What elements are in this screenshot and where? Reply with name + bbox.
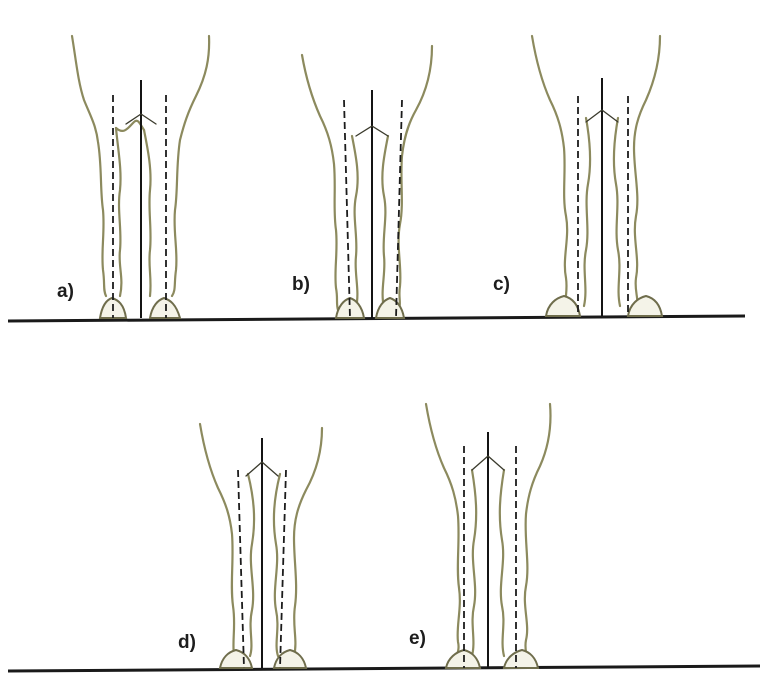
- limb-outline-right: [525, 404, 551, 660]
- limb-axis-left: [344, 100, 350, 318]
- panel-a: a): [57, 36, 209, 318]
- limb-outline-right-leg-inner: [382, 136, 388, 308]
- limb-outline-right: [634, 36, 660, 310]
- limb-outline-left: [200, 424, 234, 656]
- limb-outline-right-leg-inner: [500, 470, 504, 656]
- limb-axis-left: [238, 470, 244, 668]
- limb-outline-left-leg-inner: [352, 136, 358, 308]
- hoof-right: [274, 650, 306, 668]
- panel-b: b): [292, 46, 432, 318]
- limb-outline-right-leg-inner: [274, 474, 280, 656]
- hoof-left: [220, 650, 252, 668]
- limb-outline-left: [72, 36, 106, 296]
- limb-outline-right: [398, 46, 432, 310]
- limb-outline-right: [294, 428, 322, 656]
- limb-outline-left-inner: [116, 121, 144, 131]
- hoof-left: [446, 650, 480, 668]
- limb-outline-left: [426, 404, 460, 660]
- limb-axis-right: [280, 470, 286, 668]
- panel-c: c): [493, 36, 662, 316]
- panel-d: d): [178, 424, 322, 668]
- panel-e: e): [409, 404, 551, 668]
- panel-label-d: d): [178, 632, 196, 653]
- limb-outline-right-leg-inner: [614, 118, 620, 306]
- hoof-left: [546, 296, 580, 316]
- ground-line-bottom: [8, 666, 760, 671]
- limb-outline-left-leg-inner: [584, 118, 590, 306]
- limb-outline-left-leg-inner: [472, 470, 476, 656]
- hoof-right: [628, 296, 662, 316]
- limb-outline-left: [532, 36, 567, 310]
- panel-label-a: a): [57, 281, 74, 302]
- panel-label-b: b): [292, 274, 310, 295]
- panel-label-c: c): [493, 274, 510, 295]
- hoof-right: [150, 298, 180, 318]
- limb-outline-right-leg-inner: [144, 130, 151, 296]
- hoof-right: [504, 650, 538, 668]
- limb-outline-left-leg-inner: [248, 474, 254, 656]
- limb-outline-left-leg-inner: [116, 128, 121, 296]
- panel-label-e: e): [409, 628, 426, 649]
- limb-outline-right: [172, 36, 209, 296]
- limb-outline-left: [302, 55, 338, 310]
